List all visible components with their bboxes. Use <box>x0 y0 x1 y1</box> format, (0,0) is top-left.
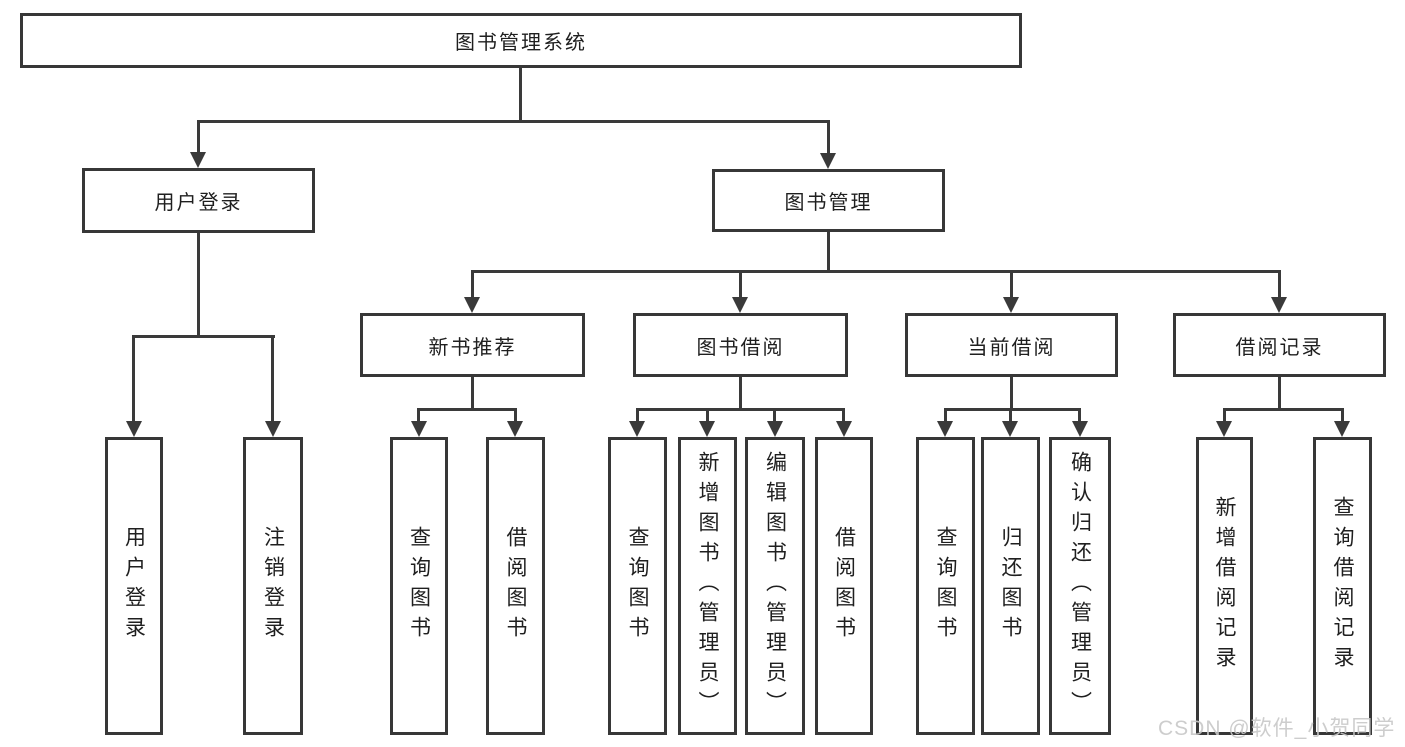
connector-leaf-drop <box>706 408 709 421</box>
node-confirm-return-admin-label: 确认归还（管理员） <box>1068 451 1092 721</box>
connector-book-borrow-stem <box>739 377 742 410</box>
connector-new-book-rec-rail <box>417 408 517 411</box>
node-new-book-recommend-label: 新书推荐 <box>428 336 517 359</box>
connector-leaf-drop <box>1341 408 1344 421</box>
connector-current-borrow-stem <box>1010 377 1013 410</box>
arrow-down-icon <box>1003 297 1019 313</box>
node-user-login: 用户登录 <box>82 168 315 233</box>
arrow-down-icon <box>767 421 783 437</box>
connector-borrow-records-rail <box>1223 408 1343 411</box>
connector-login-drop <box>132 335 135 421</box>
arrow-down-icon <box>1271 297 1287 313</box>
connector-book-borrow-drop <box>739 270 742 297</box>
arrow-down-icon <box>1334 421 1350 437</box>
node-return-books: 归还图书 <box>981 437 1040 735</box>
arrow-down-icon <box>1002 421 1018 437</box>
arrow-down-icon <box>629 421 645 437</box>
node-query-borrow-record-label: 查询借阅记录 <box>1331 496 1354 676</box>
arrow-down-icon <box>464 297 480 313</box>
node-add-borrow-record-label: 新增借阅记录 <box>1213 496 1236 676</box>
node-borrow-books-label: 借阅图书 <box>832 526 856 646</box>
node-book-management-label: 图书管理 <box>784 192 873 214</box>
arrow-down-icon <box>732 297 748 313</box>
node-logout: 注销登录 <box>243 437 303 735</box>
connector-leaf-drop <box>514 408 517 421</box>
watermark: CSDN @软件_小贺同学 <box>1158 717 1396 740</box>
connector-current-borrow-drop <box>1010 270 1013 297</box>
connector-borrow-records-stem <box>1278 377 1281 410</box>
arrow-down-icon <box>836 421 852 437</box>
connector-leaf-drop <box>944 408 947 421</box>
node-query-books-label: 查询图书 <box>407 526 431 646</box>
node-add-books-admin: 新增图书（管理员） <box>678 437 737 735</box>
connector-leaf-drop <box>773 408 776 421</box>
connector-user-login-stem <box>197 233 200 337</box>
connector-user-login-rail <box>132 335 275 338</box>
arrow-down-icon <box>1072 421 1088 437</box>
node-login-label: 用户登录 <box>122 526 146 646</box>
node-add-books-admin-label: 新增图书（管理员） <box>696 451 719 721</box>
node-query-books: 查询图书 <box>390 437 448 735</box>
connector-book-mgmt-rail <box>471 270 1281 273</box>
node-root: 图书管理系统 <box>20 13 1022 68</box>
node-borrowing-records-label: 借阅记录 <box>1235 336 1324 359</box>
node-edit-books-admin: 编辑图书（管理员） <box>745 437 805 735</box>
node-borrow-books: 借阅图书 <box>815 437 873 735</box>
node-borrow-books-label: 借阅图书 <box>504 526 527 646</box>
node-login: 用户登录 <box>105 437 163 735</box>
connector-leaf-drop <box>842 408 845 421</box>
node-query-borrow-record: 查询借阅记录 <box>1313 437 1372 735</box>
connector-leaf-drop <box>1223 408 1226 421</box>
connector-logout-drop <box>271 335 274 421</box>
node-book-borrowing-label: 图书借阅 <box>696 336 785 359</box>
connector-root-stem <box>519 68 522 122</box>
node-add-borrow-record: 新增借阅记录 <box>1196 437 1253 735</box>
node-confirm-return-admin: 确认归还（管理员） <box>1049 437 1111 735</box>
connector-user-login-drop <box>197 120 200 153</box>
node-return-books-label: 归还图书 <box>999 526 1022 646</box>
connector-leaf-drop <box>636 408 639 421</box>
connector-borrow-records-drop <box>1278 270 1281 297</box>
node-user-login-label: 用户登录 <box>154 192 243 214</box>
arrow-down-icon <box>126 421 142 437</box>
node-book-management: 图书管理 <box>712 169 945 232</box>
node-query-books: 查询图书 <box>916 437 975 735</box>
node-borrow-books: 借阅图书 <box>486 437 545 735</box>
connector-leaf-drop <box>1009 408 1012 421</box>
arrow-down-icon <box>190 152 206 168</box>
arrow-down-icon <box>411 421 427 437</box>
connector-root-rail <box>197 120 830 123</box>
node-query-books-label: 查询图书 <box>934 526 957 646</box>
arrow-down-icon <box>699 421 715 437</box>
connector-book-mgmt-drop <box>827 120 830 154</box>
node-book-borrowing: 图书借阅 <box>633 313 848 377</box>
node-edit-books-admin-label: 编辑图书（管理员） <box>763 451 787 721</box>
connector-current-borrow-rail <box>944 408 1081 411</box>
node-root-label: 图书管理系统 <box>455 32 587 54</box>
connector-book-mgmt-stem <box>827 232 830 272</box>
arrow-down-icon <box>265 421 281 437</box>
node-new-book-recommend: 新书推荐 <box>360 313 585 377</box>
arrow-down-icon <box>507 421 523 437</box>
connector-new-book-rec-drop <box>471 270 474 297</box>
node-logout-label: 注销登录 <box>261 526 285 646</box>
arrow-down-icon <box>820 153 836 169</box>
node-query-books: 查询图书 <box>608 437 667 735</box>
node-current-borrowing: 当前借阅 <box>905 313 1118 377</box>
connector-leaf-drop <box>417 408 420 421</box>
connector-leaf-drop <box>1078 408 1081 421</box>
node-borrowing-records: 借阅记录 <box>1173 313 1386 377</box>
node-current-borrowing-label: 当前借阅 <box>967 336 1056 359</box>
node-query-books-label: 查询图书 <box>626 526 649 646</box>
connector-book-borrow-rail <box>636 408 845 411</box>
connector-new-book-rec-stem <box>471 377 474 410</box>
arrow-down-icon <box>937 421 953 437</box>
arrow-down-icon <box>1216 421 1232 437</box>
